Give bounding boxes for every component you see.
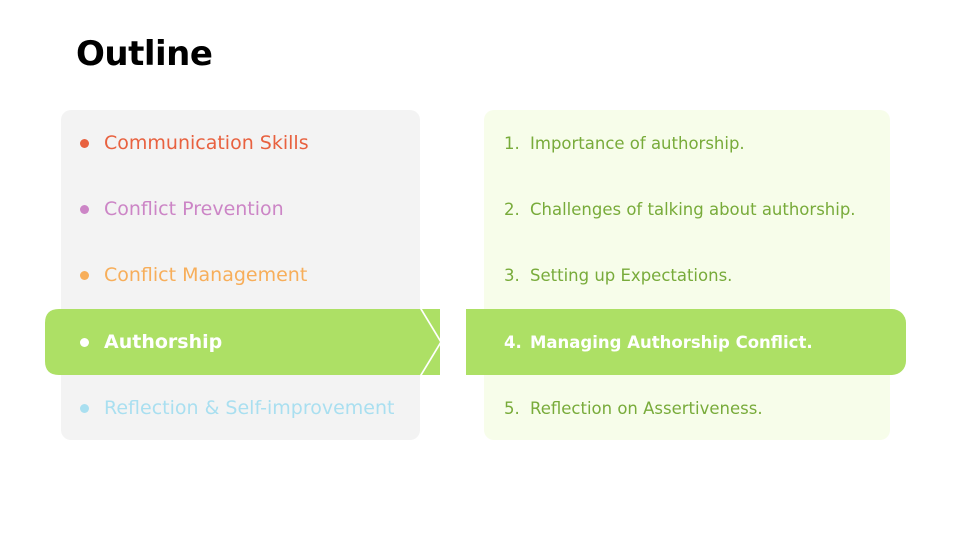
subtopic-item: 2. Challenges of talking about authorshi…	[504, 194, 856, 224]
subtopic-number: 3.	[504, 265, 520, 285]
highlight-band-shape	[45, 309, 440, 375]
subtopic-item-active: 4. Managing Authorship Conflict.	[504, 327, 813, 357]
subtopic-label: Importance of authorship.	[530, 133, 745, 153]
chevron-right-icon	[422, 309, 440, 375]
subtopics-panel	[484, 110, 890, 440]
bullet-icon	[80, 337, 89, 347]
topic-label: Conflict Management	[104, 264, 308, 286]
bullet-icon	[80, 270, 89, 280]
subtopic-label: Reflection on Assertiveness.	[530, 398, 763, 418]
topic-label: Communication Skills	[104, 132, 309, 154]
subtopic-number: 5.	[504, 398, 520, 418]
subtopic-label: Challenges of talking about authorship.	[530, 199, 856, 219]
subtopic-item: 5. Reflection on Assertiveness.	[504, 393, 763, 423]
subtopic-item: 1. Importance of authorship.	[504, 128, 745, 158]
subtopic-number: 1.	[504, 133, 520, 153]
subtopic-label: Setting up Expectations.	[530, 265, 733, 285]
active-subtopic-highlight	[466, 309, 906, 375]
page-title: Outline	[76, 34, 213, 74]
topic-label: Reflection & Self-improvement	[104, 397, 395, 419]
topic-item-reflection: Reflection & Self-improvement	[80, 393, 394, 423]
topics-panel	[61, 110, 420, 440]
topic-label: Authorship	[104, 331, 223, 353]
topic-label: Conflict Prevention	[104, 198, 284, 220]
bullet-icon	[80, 138, 89, 148]
topic-item-authorship: Authorship	[80, 327, 222, 357]
subtopic-label: Managing Authorship Conflict.	[530, 332, 813, 352]
bullet-icon	[80, 204, 89, 214]
subtopic-number: 2.	[504, 199, 520, 219]
subtopic-item: 3. Setting up Expectations.	[504, 260, 732, 290]
subtopic-number: 4.	[504, 332, 522, 352]
active-topic-highlight	[45, 309, 440, 375]
topic-item-conflict-prevention: Conflict Prevention	[80, 194, 284, 224]
bullet-icon	[80, 403, 89, 413]
topic-item-communication-skills: Communication Skills	[80, 128, 309, 158]
topic-item-conflict-management: Conflict Management	[80, 260, 307, 290]
